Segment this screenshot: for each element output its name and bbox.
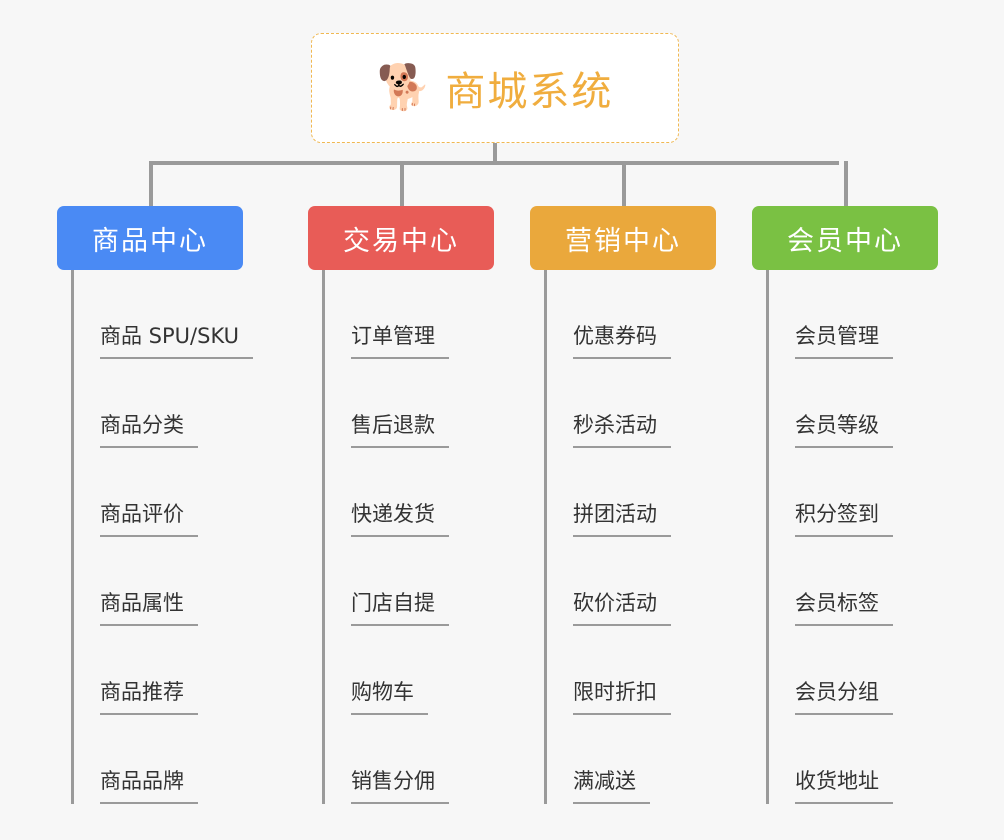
leaf-item-label: 商品 SPU/SKU (100, 320, 254, 359)
dog-face-icon: 🐕 (376, 62, 432, 113)
leaf-item-label: 秒杀活动 (573, 409, 671, 448)
leaf-item-label: 商品分类 (100, 409, 198, 448)
leaf-item-label: 商品属性 (100, 587, 198, 626)
leaf-item[interactable]: 会员等级 (769, 359, 938, 448)
leaf-item[interactable]: 快递发货 (325, 448, 494, 537)
leaf-item[interactable]: 商品分类 (74, 359, 243, 448)
column-product-center: 商品中心商品 SPU/SKU 商品分类商品评价商品属性商品推荐商品品牌 (57, 206, 254, 804)
column-header-label: 交易中心 (343, 225, 459, 257)
leaf-item[interactable]: 拼团活动 (547, 448, 716, 537)
leaf-item-label: 砍价活动 (573, 587, 671, 626)
leaf-item-label: 收货地址 (795, 765, 893, 804)
column-items-trade-center: 订单管理售后退款快递发货门店自提购物车销售分佣 (322, 270, 494, 804)
leaf-item-label: 商品评价 (100, 498, 198, 537)
column-header-label: 会员中心 (787, 225, 903, 257)
leaf-item-label: 购物车 (351, 676, 428, 715)
leaf-item[interactable]: 商品评价 (74, 448, 243, 537)
column-header-member-center[interactable]: 会员中心 (752, 206, 938, 270)
connector-drop-product-center (149, 161, 153, 206)
column-header-product-center[interactable]: 商品中心 (57, 206, 243, 270)
leaf-item-label: 积分签到 (795, 498, 893, 537)
leaf-item[interactable]: 销售分佣 (325, 715, 494, 804)
leaf-item-label: 拼团活动 (573, 498, 671, 537)
leaf-item-label: 门店自提 (351, 587, 449, 626)
leaf-item[interactable]: 门店自提 (325, 537, 494, 626)
leaf-item[interactable]: 订单管理 (325, 270, 494, 359)
leaf-item[interactable]: 商品 SPU/SKU (74, 270, 254, 359)
leaf-item-label: 快递发货 (351, 498, 449, 537)
leaf-item-label: 满减送 (573, 765, 650, 804)
column-marketing-center: 营销中心优惠券码秒杀活动拼团活动砍价活动限时折扣满减送 (530, 206, 716, 804)
root-title: 商城系统 (445, 69, 614, 115)
leaf-item[interactable]: 购物车 (325, 626, 494, 715)
leaf-item[interactable]: 商品推荐 (74, 626, 243, 715)
connector-root-stem (493, 143, 497, 163)
leaf-item[interactable]: 会员标签 (769, 537, 938, 626)
connector-horizontal-bar (149, 161, 839, 165)
leaf-item[interactable]: 砍价活动 (547, 537, 716, 626)
leaf-item[interactable]: 限时折扣 (547, 626, 716, 715)
leaf-item-label: 会员等级 (795, 409, 893, 448)
column-header-label: 营销中心 (565, 225, 681, 257)
leaf-item[interactable]: 积分签到 (769, 448, 938, 537)
leaf-item[interactable]: 秒杀活动 (547, 359, 716, 448)
leaf-item-label: 会员管理 (795, 320, 893, 359)
column-header-trade-center[interactable]: 交易中心 (308, 206, 494, 270)
leaf-item-label: 会员标签 (795, 587, 893, 626)
column-trade-center: 交易中心订单管理售后退款快递发货门店自提购物车销售分佣 (308, 206, 494, 804)
leaf-item-label: 会员分组 (795, 676, 893, 715)
leaf-item[interactable]: 收货地址 (769, 715, 938, 804)
connector-drop-member-center (844, 161, 848, 206)
column-items-product-center: 商品 SPU/SKU 商品分类商品评价商品属性商品推荐商品品牌 (71, 270, 254, 804)
leaf-item-label: 限时折扣 (573, 676, 671, 715)
leaf-item-label: 商品品牌 (100, 765, 198, 804)
leaf-item-label: 订单管理 (351, 320, 449, 359)
column-items-member-center: 会员管理会员等级积分签到会员标签会员分组收货地址 (766, 270, 938, 804)
connector-drop-marketing-center (622, 161, 626, 206)
leaf-item-label: 售后退款 (351, 409, 449, 448)
leaf-item-label: 优惠券码 (573, 320, 671, 359)
column-header-label: 商品中心 (92, 225, 208, 257)
leaf-item[interactable]: 商品属性 (74, 537, 243, 626)
leaf-item[interactable]: 商品品牌 (74, 715, 243, 804)
column-member-center: 会员中心会员管理会员等级积分签到会员标签会员分组收货地址 (752, 206, 938, 804)
leaf-item-label: 商品推荐 (100, 676, 198, 715)
root-node[interactable]: 🐕 商城系统 (311, 33, 679, 143)
leaf-item[interactable]: 优惠券码 (547, 270, 716, 359)
leaf-item[interactable]: 满减送 (547, 715, 716, 804)
leaf-item[interactable]: 售后退款 (325, 359, 494, 448)
leaf-item[interactable]: 会员分组 (769, 626, 938, 715)
leaf-item-label: 销售分佣 (351, 765, 449, 804)
leaf-item[interactable]: 会员管理 (769, 270, 938, 359)
connector-drop-trade-center (400, 161, 404, 206)
column-header-marketing-center[interactable]: 营销中心 (530, 206, 716, 270)
column-items-marketing-center: 优惠券码秒杀活动拼团活动砍价活动限时折扣满减送 (544, 270, 716, 804)
